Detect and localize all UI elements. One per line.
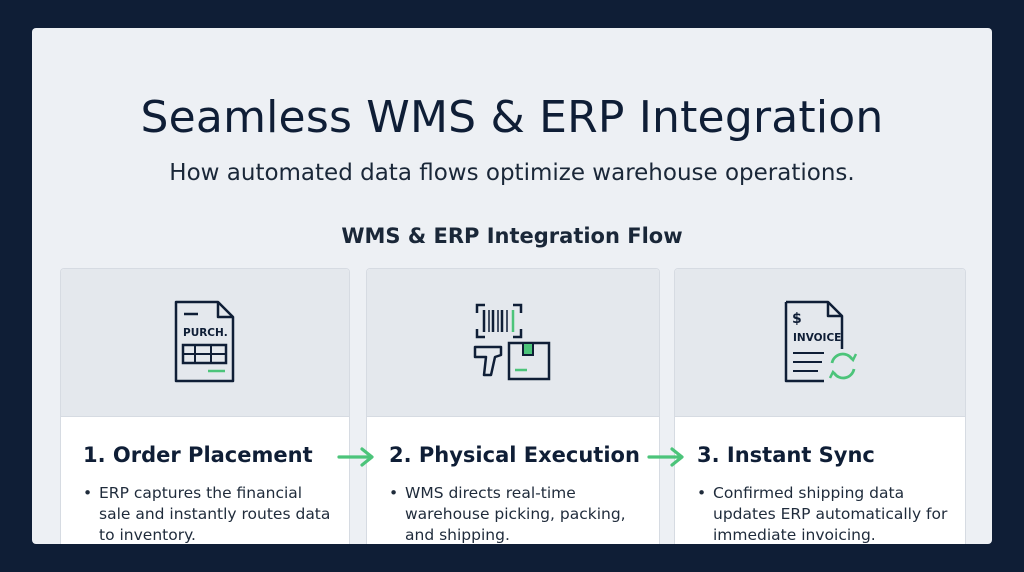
step-title: 2. Physical Execution [389, 443, 640, 467]
infographic-panel: Seamless WMS & ERP Integration How autom… [32, 28, 992, 544]
step-description-text: Confirmed shipping data updates ERP auto… [713, 484, 948, 544]
page-title: Seamless WMS & ERP Integration [140, 92, 884, 143]
step-description: • Confirmed shipping data updates ERP au… [697, 483, 949, 544]
flow-arrow-icon [647, 447, 684, 467]
step-description: • WMS directs real-time warehouse pickin… [389, 483, 643, 544]
bullet-marker: • [83, 484, 93, 502]
step-title: 3. Instant Sync [697, 443, 875, 467]
invoice-label: INVOICE [793, 332, 841, 344]
step-title: 1. Order Placement [83, 443, 313, 467]
step-icon-area: $ INVOICE [675, 269, 965, 417]
bullet-marker: • [697, 484, 707, 502]
step-description-text: WMS directs real-time warehouse picking,… [405, 484, 626, 544]
step-card-physical-execution: 2. Physical Execution • WMS directs real… [366, 268, 660, 544]
step-card-order-placement: PURCH. 1. Order Placement • ERP captures… [60, 268, 350, 544]
step-icon-area: PURCH. [61, 269, 349, 417]
flow-title: WMS & ERP Integration Flow [341, 224, 683, 248]
page-subtitle: How automated data flows optimize wareho… [169, 160, 855, 186]
barcode-scanner-box-icon [473, 303, 551, 381]
step-icon-area [367, 269, 659, 417]
currency-symbol: $ [792, 311, 802, 327]
step-description-text: ERP captures the financial sale and inst… [99, 484, 331, 544]
flow-arrow-icon [337, 447, 374, 467]
invoice-sync-icon: $ INVOICE [784, 300, 858, 383]
purchase-order-document-icon: PURCH. [174, 300, 235, 383]
bullet-marker: • [389, 484, 399, 502]
step-description: • ERP captures the financial sale and in… [83, 483, 333, 544]
step-card-instant-sync: $ INVOICE 3. Instant Sync • Confirmed sh… [674, 268, 966, 544]
purchase-label: PURCH. [183, 327, 228, 339]
